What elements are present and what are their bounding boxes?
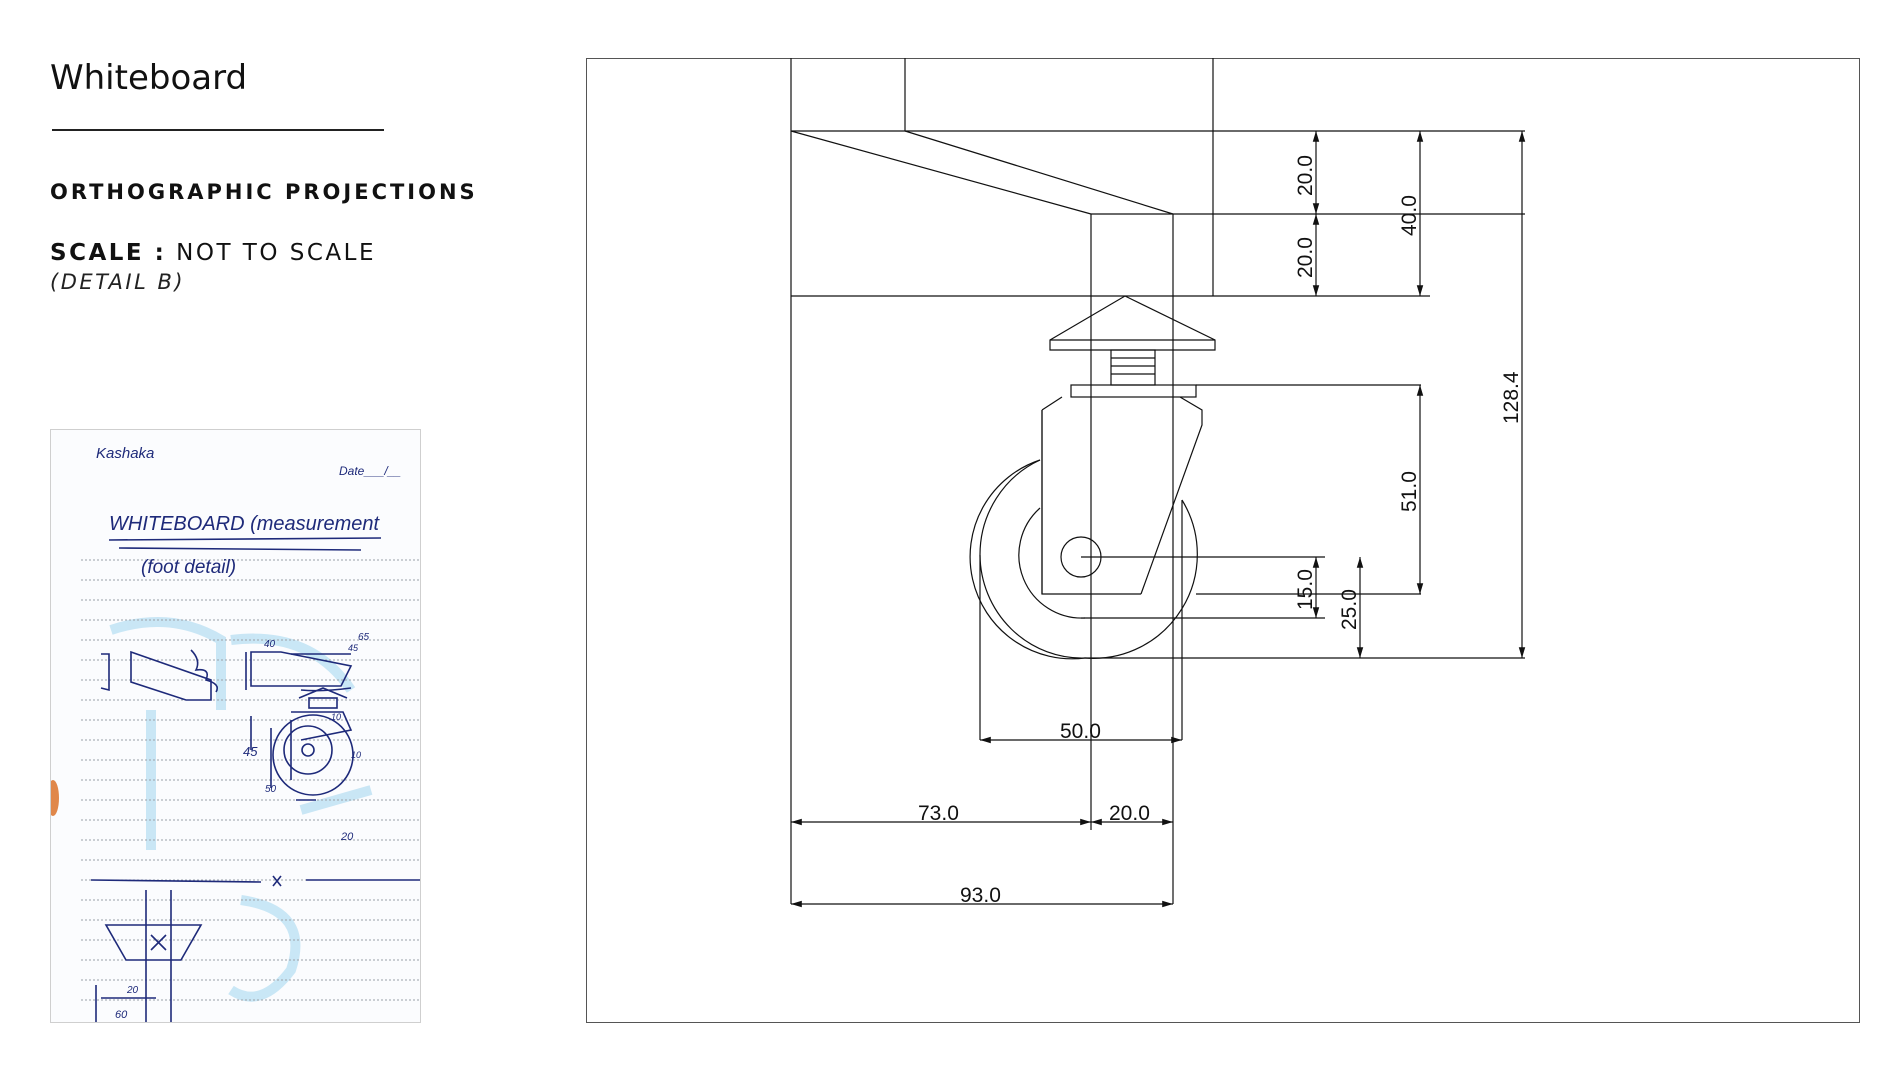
sketch-dim: 65 [358,632,370,643]
scale-line: SCALE : NOT TO SCALE [50,240,376,266]
dim-20-top: 20.0 [1294,155,1317,196]
drawing-geometry [790,58,1525,904]
scale-label: SCALE : [50,240,167,266]
dim-128: 128.4 [1500,371,1523,424]
drawing-frame [586,58,1860,1023]
sketch-svg: Kashaka Date___/__ WHITEBOARD (measureme… [51,445,420,1022]
page-title: Whiteboard [50,58,248,98]
scale-value: NOT TO SCALE [176,240,377,266]
dim-40: 40.0 [1398,195,1421,236]
dim-15: 15.0 [1294,569,1317,610]
title-divider [52,129,384,131]
dim-20-bottom: 20.0 [1109,802,1150,825]
sketch-dim: 20 [126,985,139,996]
section-heading: ORTHOGRAPHIC PROJECTIONS [50,180,478,204]
dimension-lines [791,131,1526,908]
sketch-signature: Kashaka [96,445,154,462]
detail-label: (DETAIL B) [50,270,186,294]
sketch-subtitle: (foot detail) [141,557,236,578]
sketch-dim: 40 [264,639,276,650]
dim-93: 93.0 [960,884,1001,907]
sketch-dim: 45 [243,744,258,759]
sketch-date: Date___/__ [339,464,401,478]
dim-20-mid: 20.0 [1294,237,1317,278]
sketch-dim: 20 [340,831,354,843]
sketch-dim: 10 [331,712,341,722]
sketch-dim: 45 [348,643,359,653]
sketch-dim: 10 [351,750,361,760]
sketch-dim: 60 [115,1009,128,1021]
dim-50: 50.0 [1060,720,1101,743]
sketch-dim: 50 [265,784,277,795]
dim-25: 25.0 [1338,589,1361,630]
dim-73: 73.0 [918,802,959,825]
dimension-labels: 20.0 20.0 40.0 128.4 51.0 15.0 25.0 50.0… [918,155,1523,907]
dim-51: 51.0 [1398,471,1421,512]
sketch-title: WHITEBOARD (measurement [109,513,380,535]
sketch-photo: Kashaka Date___/__ WHITEBOARD (measureme… [50,429,421,1023]
